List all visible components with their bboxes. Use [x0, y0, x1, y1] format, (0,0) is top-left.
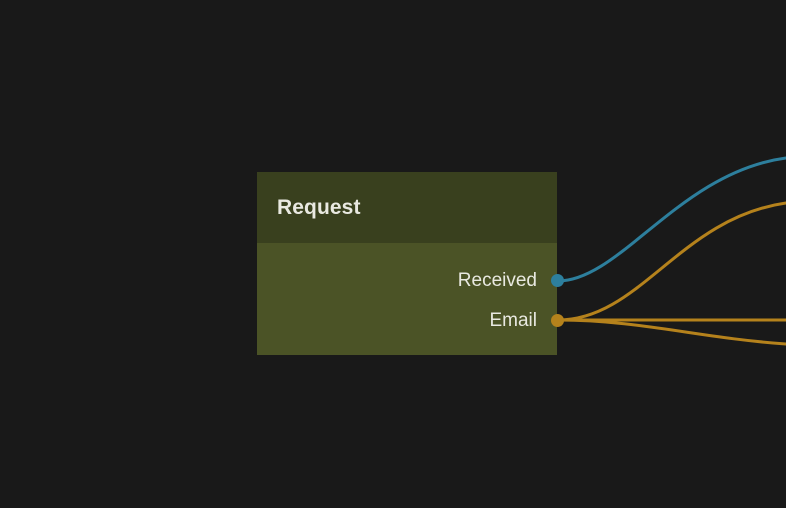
port-row-received[interactable]: Received	[457, 269, 564, 291]
port-dot-received[interactable]	[550, 273, 564, 287]
port-row-email[interactable]: Email	[489, 309, 564, 331]
node-body: Received Email	[257, 243, 564, 355]
port-dot-email[interactable]	[550, 313, 564, 327]
connection-wire-received-0	[556, 156, 786, 283]
connection-wire-email-0	[556, 201, 786, 322]
port-label-email: Email	[489, 309, 537, 331]
node-header[interactable]: Request	[257, 172, 557, 243]
node-request[interactable]: Request Received Email	[257, 172, 564, 355]
connection-wire-email-2	[556, 318, 786, 346]
port-label-received: Received	[457, 269, 537, 291]
node-title: Request	[277, 196, 361, 219]
